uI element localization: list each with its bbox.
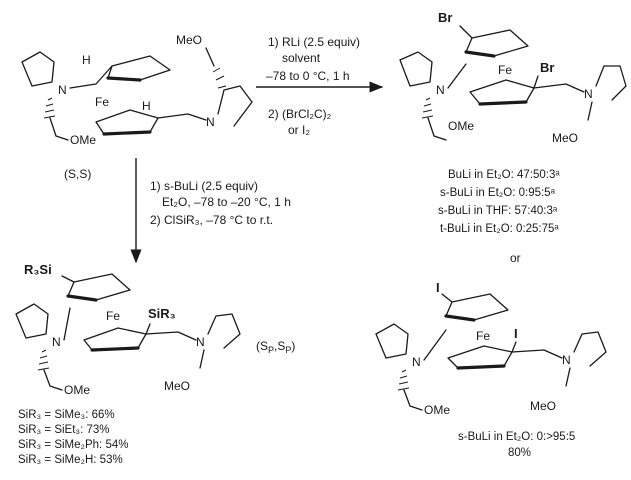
atom-br-upper: Br — [438, 10, 452, 25]
iodo-result-1: s-BuLi in Et₂O: 0:>95:5 — [458, 431, 575, 443]
atom-meo-br: MeO — [552, 131, 578, 145]
pyrrolidine-i-right — [573, 331, 607, 367]
cp-ring-br-lower — [469, 79, 535, 105]
starting-material: N OMe H Fe H N MeO — [21, 33, 253, 147]
pyrrolidine-i-left — [375, 323, 409, 359]
cond-top-1: 1) RLi (2.5 equiv) — [268, 35, 360, 49]
atom-ome-br: OMe — [448, 119, 474, 133]
atom-fe-br: Fe — [498, 63, 512, 77]
atom-fe-1: Fe — [95, 95, 109, 109]
cond-down-3: 2) ClSiR₃, –78 °C to r.t. — [150, 213, 273, 227]
iodo-result-2: 80% — [508, 447, 531, 459]
bromo-result-1: BuLi in Et₂O: 47:50:3ᵃ — [448, 169, 560, 181]
pyrrolidine-br-right — [595, 65, 627, 101]
label-or: or — [510, 251, 521, 265]
silyl-result-3: SiR₃ = SiMe₂Ph: 54% — [18, 439, 128, 451]
cp-ring-i-lower — [447, 345, 513, 369]
atom-i-lower: I — [514, 326, 518, 341]
bromo-product: Br N OMe Fe Br N MeO — [399, 10, 627, 145]
svg-text:(SP,SP): (SP,SP) — [256, 339, 295, 355]
silyl-result-4: SiR₃ = SiMe₂H: 53% — [18, 454, 123, 466]
atom-n-left: N — [58, 83, 67, 97]
silyl-result-1: SiR₃ = SiMe₃: 66% — [18, 409, 115, 421]
cp-ring-i-upper — [445, 293, 509, 321]
atom-n-si-left: N — [52, 335, 61, 349]
iodo-product: I N OMe Fe I N MeO — [375, 280, 607, 417]
label-ss: (S,S) — [64, 167, 91, 181]
atom-n-i-right: N — [562, 353, 571, 367]
atom-ome-si: OMe — [64, 383, 90, 397]
atom-sir3-lower: SiR₃ — [148, 306, 176, 321]
cond-top-2: solvent — [282, 51, 321, 65]
atom-ome-left: OMe — [70, 133, 96, 147]
bromo-result-2: s-BuLi in Et₂O: 0:95:5ᵃ — [440, 187, 556, 199]
pyrrolidine-si-right — [207, 313, 241, 349]
atom-i-upper: I — [436, 280, 440, 295]
atom-h-lower: H — [142, 99, 151, 113]
cond-top-3: –78 to 0 °C, 1 h — [266, 69, 350, 83]
silyl-product: R₃Si N OMe Fe SiR₃ N MeO — [15, 262, 241, 397]
cp-ring-upper — [107, 55, 171, 81]
atom-h-upper: H — [82, 53, 91, 67]
atom-br-lower: Br — [540, 60, 554, 75]
bromo-result-4: t-BuLi in Et₂O: 0:25:75ᵃ — [440, 223, 559, 235]
cond-down-2: Et₂O, –78 to –20 °C, 1 h — [162, 195, 291, 209]
pyrrolidine-ring-left — [21, 51, 55, 87]
silyl-result-2: SiR₃ = SiEt₃: 73% — [18, 424, 110, 436]
cp-ring-si-lower — [83, 327, 147, 351]
atom-n-i-left: N — [412, 355, 421, 369]
atom-ome-i: OMe — [424, 403, 450, 417]
label-sp-sp: (SP,SP) — [256, 339, 295, 355]
atom-meo-right: MeO — [176, 33, 202, 47]
cond-top-4: 2) (BrCl₂C)₂ — [268, 107, 332, 121]
atom-n-br-right: N — [584, 87, 593, 101]
cp-ring-br-upper — [465, 29, 529, 57]
atom-fe-i: Fe — [476, 329, 490, 343]
atom-n-right: N — [206, 115, 215, 129]
cp-ring-lower — [95, 109, 159, 135]
pyrrolidine-ring-right — [217, 85, 253, 127]
cp-ring-si-upper — [67, 273, 131, 301]
reaction-arrow-down: 1) s-BuLi (2.5 equiv) Et₂O, –78 to –20 °… — [130, 158, 291, 264]
bromo-result-3: s-BuLi in THF: 57:40:3ᵃ — [438, 205, 558, 217]
cond-top-5: or I₂ — [288, 123, 310, 137]
atom-sir3-upper: R₃Si — [24, 262, 52, 277]
atom-meo-si: MeO — [164, 379, 190, 393]
pyrrolidine-br-left — [399, 51, 433, 87]
reaction-arrow-right: 1) RLi (2.5 equiv) solvent –78 to 0 °C, … — [256, 35, 384, 137]
atom-n-si-right: N — [196, 335, 205, 349]
atom-meo-i: MeO — [530, 399, 556, 413]
cond-down-1: 1) s-BuLi (2.5 equiv) — [150, 179, 258, 193]
pyrrolidine-si-left — [15, 303, 49, 339]
atom-n-br-left: N — [436, 83, 445, 97]
atom-fe-si: Fe — [106, 309, 120, 323]
